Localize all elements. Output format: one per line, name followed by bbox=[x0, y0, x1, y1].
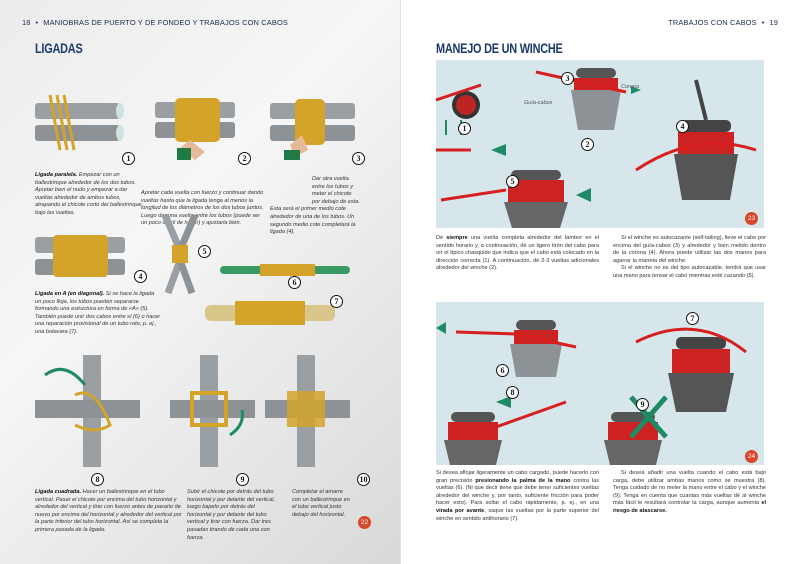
text-step-10: Completar el amarre con un ballestrinque… bbox=[292, 489, 350, 518]
text-winch-col1-top: Dé siempre una vuelta completa alrededor… bbox=[436, 235, 599, 272]
winch-step-9: 9 bbox=[636, 398, 649, 411]
tubes-illustration-4 bbox=[35, 235, 125, 277]
left-page: 18•MANIOBRAS DE PUERTO Y DE FONDEO Y TRA… bbox=[0, 0, 400, 564]
running-head-right: TRABAJOS CON CABOS•19 bbox=[668, 18, 778, 27]
step-number-1: 1 bbox=[122, 152, 135, 165]
winch-step-6: 6 bbox=[496, 364, 509, 377]
text-winch-col2-bottom: Si desea añadir una vuelta cuando el cab… bbox=[613, 470, 766, 514]
running-head-left: 18•MANIOBRAS DE PUERTO Y DE FONDEO Y TRA… bbox=[22, 18, 288, 27]
rope-splice-illustration-6 bbox=[220, 264, 350, 276]
text-winch-col1-bottom: Si desea aflojar ligeramente un cabo car… bbox=[436, 470, 599, 522]
text-winch-col2-top: Si el winche es autocazante (self-tailin… bbox=[613, 235, 766, 279]
winch-step-5: 5 bbox=[506, 175, 519, 188]
right-page: TRABAJOS CON CABOS•19 MANEJO DE UN WINCH… bbox=[400, 0, 800, 564]
tubes-illustration-2 bbox=[155, 98, 235, 160]
label-guia-cabos: Guía-cabos bbox=[524, 100, 553, 106]
step-number-3: 3 bbox=[352, 152, 365, 165]
cross-tube-illustration-9 bbox=[170, 355, 255, 467]
broken-tube-illustration-7 bbox=[205, 301, 335, 325]
step-number-2: 2 bbox=[238, 152, 251, 165]
winch-steps-1-5-illustration bbox=[435, 68, 757, 228]
a-frame-illustration-5 bbox=[161, 213, 199, 295]
text-step-9: Subir el chicote por detrás del tubo hor… bbox=[187, 489, 275, 541]
winch-illustration-panel-bottom: 6 7 8 9 24 bbox=[436, 302, 764, 465]
step-number-4: 4 bbox=[134, 270, 147, 283]
winch-step-8: 8 bbox=[506, 386, 519, 399]
cross-tube-illustration-8 bbox=[35, 355, 140, 467]
winch-step-4: 4 bbox=[676, 120, 689, 133]
page-badge-24: 24 bbox=[745, 450, 758, 463]
step-number-5: 5 bbox=[198, 245, 211, 258]
page-title-winche: MANEJO DE UN WINCHE bbox=[436, 40, 563, 56]
cross-tube-illustration-10 bbox=[265, 355, 350, 467]
page-badge-22: 22 bbox=[358, 516, 371, 529]
page-badge-23: 23 bbox=[745, 212, 758, 225]
label-corona: Corona bbox=[621, 84, 640, 90]
winch-step-7: 7 bbox=[686, 312, 699, 325]
step-number-9: 9 bbox=[236, 473, 249, 486]
step-number-6: 6 bbox=[288, 276, 301, 289]
winch-step-2: 2 bbox=[581, 138, 594, 151]
text-ligada-paralela: Ligada paralela. Empezar con un ballestr… bbox=[35, 172, 142, 216]
step-number-7: 7 bbox=[330, 295, 343, 308]
step-number-10: 10 bbox=[357, 473, 370, 486]
tubes-illustration-3 bbox=[270, 99, 355, 160]
winch-step-3: 3 bbox=[561, 72, 574, 85]
winch-step-1: 1 bbox=[458, 122, 471, 135]
winch-steps-6-9-illustration bbox=[436, 320, 747, 465]
text-ligada-en-a: Ligada en A (en diagonal). Si se hace la… bbox=[35, 291, 161, 335]
step-number-8: 8 bbox=[91, 473, 104, 486]
text-ligada-cuadrada: Ligada cuadrada. Hacer un ballestrinque … bbox=[35, 489, 182, 533]
page-title-ligadas: LIGADAS bbox=[35, 40, 83, 56]
winch-illustration-panel-top: 1 2 3 4 5 Corona Guía-cabos 23 bbox=[435, 60, 764, 228]
tubes-illustration-1 bbox=[35, 94, 124, 151]
text-step-3: Dar otra vuelta entre los tubos y meter … bbox=[270, 176, 360, 236]
